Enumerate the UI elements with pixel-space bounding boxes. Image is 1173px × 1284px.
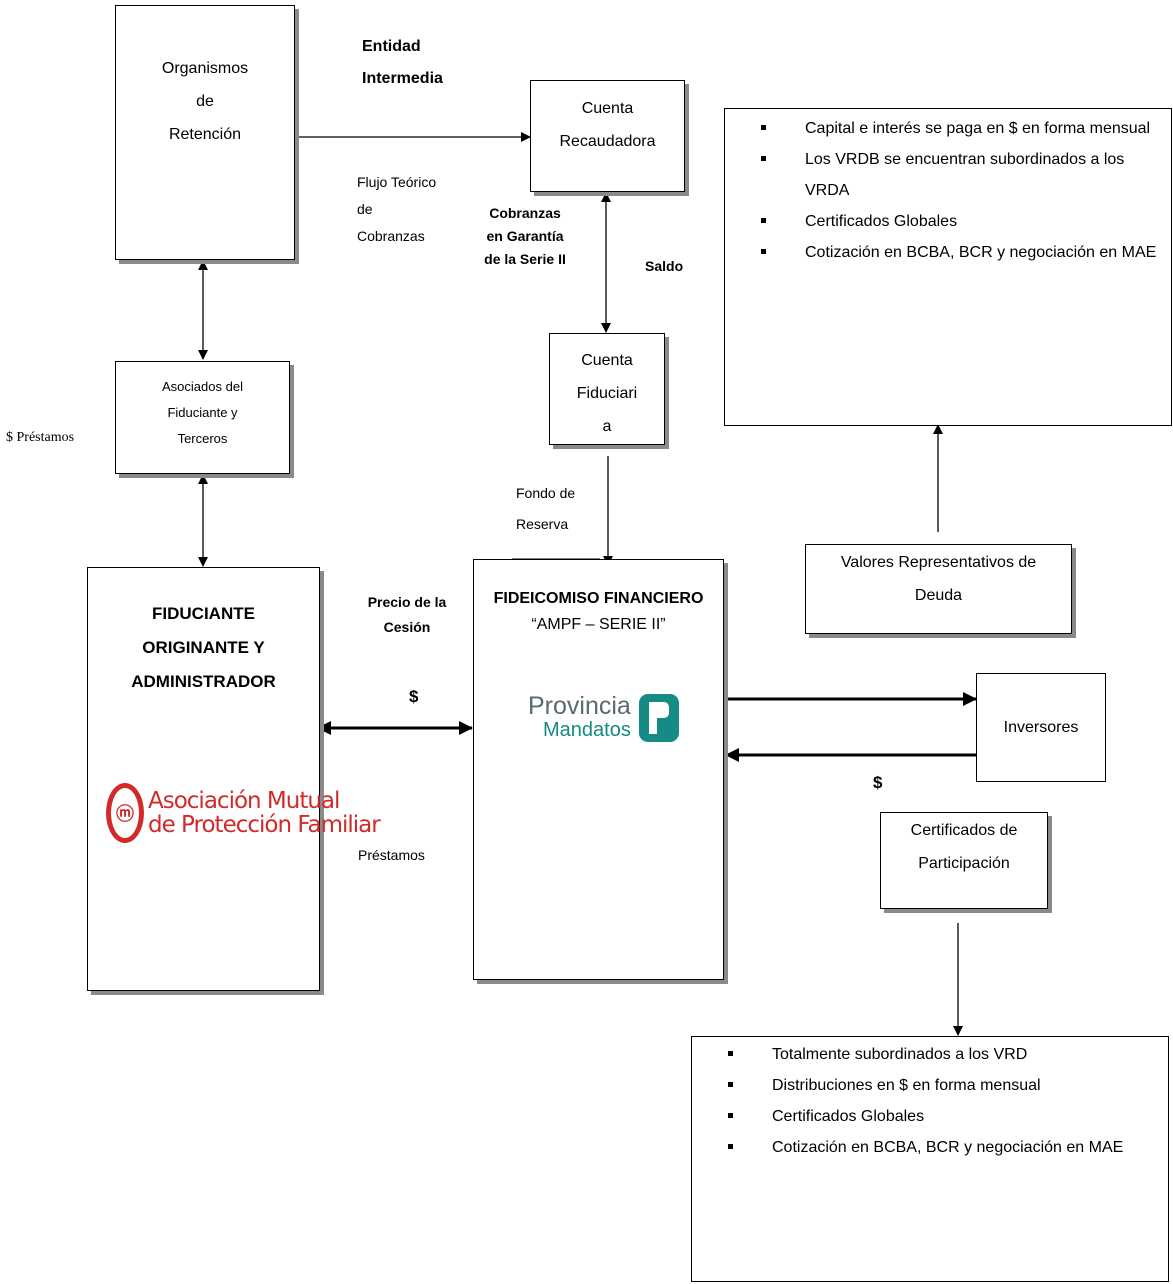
- cobranzas-line-1: Cobranzas: [489, 205, 561, 221]
- cobranzas-line-2: en Garantía: [486, 228, 564, 244]
- organismos-line-2: de: [196, 93, 214, 110]
- dollar-mid-label: $: [409, 687, 419, 706]
- asociados-line-2: Fiduciante y: [167, 405, 238, 420]
- fiduciante-line-3: ADMINISTRADOR: [131, 672, 276, 691]
- inversores-label: Inversores: [1003, 719, 1079, 736]
- provincia-logo-line-1: Provincia: [528, 692, 631, 720]
- prestamos-left-label: $ Préstamos: [6, 430, 75, 445]
- fiduciaria-line-3: a: [602, 418, 612, 435]
- cp-bullet-3: Certificados Globales: [692, 1101, 1168, 1132]
- entidad-line-2: Intermedia: [362, 70, 443, 87]
- fideicomiso-title: FIDEICOMISO FINANCIERO: [493, 590, 704, 607]
- vrd-info-box: Capital e interés se paga en $ en forma …: [724, 108, 1172, 426]
- cp-bullet-4: Cotización en BCBA, BCR y negociación en…: [692, 1132, 1168, 1163]
- fondo-line-1: Fondo de: [516, 485, 576, 501]
- vrd-bullet-4: Cotización en BCBA, BCR y negociación en…: [725, 237, 1171, 268]
- valores-line-1: Valores Representativos de: [840, 554, 1037, 571]
- ampf-logo-line-1: Asociación Mutual: [148, 788, 340, 814]
- fondo-line-2: Reserva: [516, 516, 569, 532]
- provincia-logo-text: Provincia Mandatos: [528, 693, 631, 741]
- certificados-line-1: Certificados de: [910, 822, 1018, 839]
- organismos-line-3: Retención: [168, 126, 242, 143]
- vrd-bullet-2: Los VRDB se encuentran subordinados a lo…: [725, 144, 1171, 206]
- fiduciaria-line-1: Cuenta: [581, 352, 633, 369]
- cp-bullet-2: Distribuciones en $ en forma mensual: [692, 1070, 1168, 1101]
- fiduciante-line-1: FIDUCIANTE: [152, 604, 255, 623]
- valores-line-2: Deuda: [914, 587, 963, 604]
- cobranzas-line-3: de la Serie II: [484, 251, 566, 267]
- fiduciaria-line-2: Fiduciari: [576, 385, 638, 402]
- fondo-reserva-label: Fondo de Reserva: [516, 478, 575, 540]
- provincia-logo-mark-icon: [638, 694, 679, 742]
- valores-representativos-box: Valores Representativos de Deuda: [805, 544, 1072, 634]
- dollar-right-label: $: [873, 773, 883, 792]
- vrd-bullet-list: Capital e interés se paga en $ en forma …: [725, 113, 1171, 268]
- ampf-logo: ⓜ Asociación Mutual de Protección Famili…: [106, 783, 381, 843]
- cuenta-recaudadora-box: Cuenta Recaudadora: [530, 80, 685, 192]
- ampf-logo-line-2: de Protección Familiar: [148, 812, 381, 838]
- provincia-logo-line-2: Mandatos: [542, 719, 631, 741]
- asociados-line-3: Terceros: [177, 431, 228, 446]
- flujo-line-1: Flujo Teórico: [357, 174, 437, 190]
- precio-line-1: Precio de la: [367, 594, 447, 610]
- certificados-line-2: Participación: [918, 855, 1010, 872]
- certificados-box: Certificados de Participación: [880, 812, 1048, 909]
- saldo-label: Saldo: [645, 258, 684, 274]
- asociados-line-1: Asociados del: [162, 379, 243, 394]
- cp-bullet-list: Totalmente subordinados a los VRD Distri…: [692, 1039, 1168, 1163]
- flujo-teorico-label: Flujo Teórico de Cobranzas: [357, 169, 436, 250]
- fiduciante-line-2: ORIGINANTE Y: [142, 638, 265, 657]
- precio-cesion-label: Precio de la Cesión: [358, 590, 456, 640]
- cobranzas-garantia-label: Cobranzas en Garantía de la Serie II: [470, 202, 580, 271]
- fideicomiso-subtitle: “AMPF – SERIE II”: [531, 616, 666, 633]
- fideicomiso-box: FIDEICOMISO FINANCIERO “AMPF – SERIE II”: [473, 559, 724, 980]
- asociados-box: Asociados del Fiduciante y Terceros: [115, 361, 290, 474]
- flujo-line-2: de: [357, 201, 373, 217]
- organismos-line-1: Organismos: [161, 60, 249, 77]
- flujo-line-3: Cobranzas: [357, 228, 425, 244]
- fiduciante-box: FIDUCIANTE ORIGINANTE Y ADMINISTRADOR: [87, 567, 320, 991]
- provincia-mandatos-logo: Provincia Mandatos: [528, 688, 683, 746]
- cp-bullet-1: Totalmente subordinados a los VRD: [692, 1039, 1168, 1070]
- inversores-box: Inversores: [976, 673, 1106, 782]
- cuenta-fiduciaria-box: Cuenta Fiduciari a: [549, 333, 665, 445]
- ampf-logo-text: Asociación Mutual de Protección Familiar: [148, 788, 381, 838]
- vrd-bullet-1: Capital e interés se paga en $ en forma …: [725, 113, 1171, 144]
- entidad-intermedia-label: Entidad Intermedia: [362, 31, 443, 95]
- ampf-logo-mark-icon: ⓜ: [106, 783, 144, 843]
- cp-info-box: Totalmente subordinados a los VRD Distri…: [691, 1036, 1169, 1282]
- prestamos-mid-label: Préstamos: [358, 847, 425, 863]
- entidad-line-1: Entidad: [362, 38, 421, 55]
- recaudadora-line-2: Recaudadora: [559, 133, 656, 150]
- precio-line-2: Cesión: [383, 619, 431, 635]
- organismos-retencion-box: Organismos de Retención: [115, 5, 295, 260]
- vrd-bullet-3: Certificados Globales: [725, 206, 1171, 237]
- recaudadora-line-1: Cuenta: [581, 100, 634, 117]
